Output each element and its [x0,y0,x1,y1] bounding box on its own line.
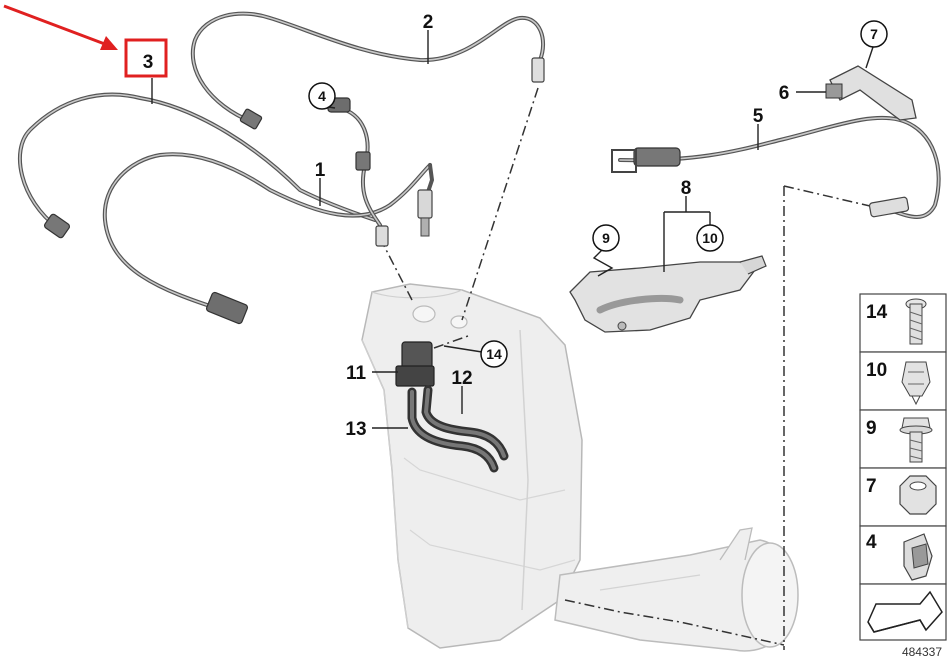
callout-3: 3 [143,52,154,73]
highlight-marker [3,4,168,78]
callout-7: 7 [870,26,878,42]
legend-number: 14 [866,302,888,323]
leader-lines [151,30,875,429]
hex-collar-bolt-icon [899,417,933,463]
clip-nut-icon [901,361,931,406]
legend-number: 9 [866,418,877,439]
callout-12: 12 [451,368,472,389]
sensor-cable-1 [102,152,434,325]
spring-clip-icon [903,533,933,581]
legend-row-arrow [859,583,947,641]
callout-labels: 1 2 3 5 6 8 11 12 13 4 7 9 10 14 [143,12,888,440]
callout-13: 13 [345,419,366,440]
legend-row-9: 9 [859,409,947,469]
callout-4: 4 [318,88,326,104]
legend-number: 10 [866,360,887,381]
fastener-legend: 14 10 9 [859,293,947,659]
callout-8: 8 [681,178,692,199]
callout-2: 2 [423,12,434,33]
arrow-orientation-icon [867,590,943,633]
sensor-cable-2 [190,11,546,130]
legend-row-7: 7 [859,467,947,527]
sensor-cable-5 [611,115,941,219]
torx-bolt-icon [905,298,927,345]
callout-14: 14 [486,346,502,362]
sensor-cable-4-route [327,97,389,247]
bracket-8 [569,255,767,333]
callout-11: 11 [346,363,367,384]
particulate-filter-housing [361,283,583,649]
legend-row-4: 4 [859,525,947,585]
pressure-pipe-12 [421,385,509,461]
bracket-6 [825,65,917,121]
legend-row-10: 10 [859,351,947,411]
legend-number: 7 [866,476,877,497]
sensor-cable-3 [17,92,377,239]
callout-6: 6 [779,83,790,104]
pressure-sensor-11 [395,341,435,387]
outlet-pipe [554,527,799,652]
callout-10: 10 [702,230,718,246]
callout-9: 9 [602,230,610,246]
pressure-pipe-13 [407,387,499,473]
reference-number: 484337 [902,645,942,659]
callout-5: 5 [753,106,764,127]
legend-row-14: 14 [859,293,947,353]
callout-1: 1 [315,160,326,181]
legend-number: 4 [866,532,877,553]
hex-nut-icon [899,475,937,515]
assembly-lines [379,87,871,650]
